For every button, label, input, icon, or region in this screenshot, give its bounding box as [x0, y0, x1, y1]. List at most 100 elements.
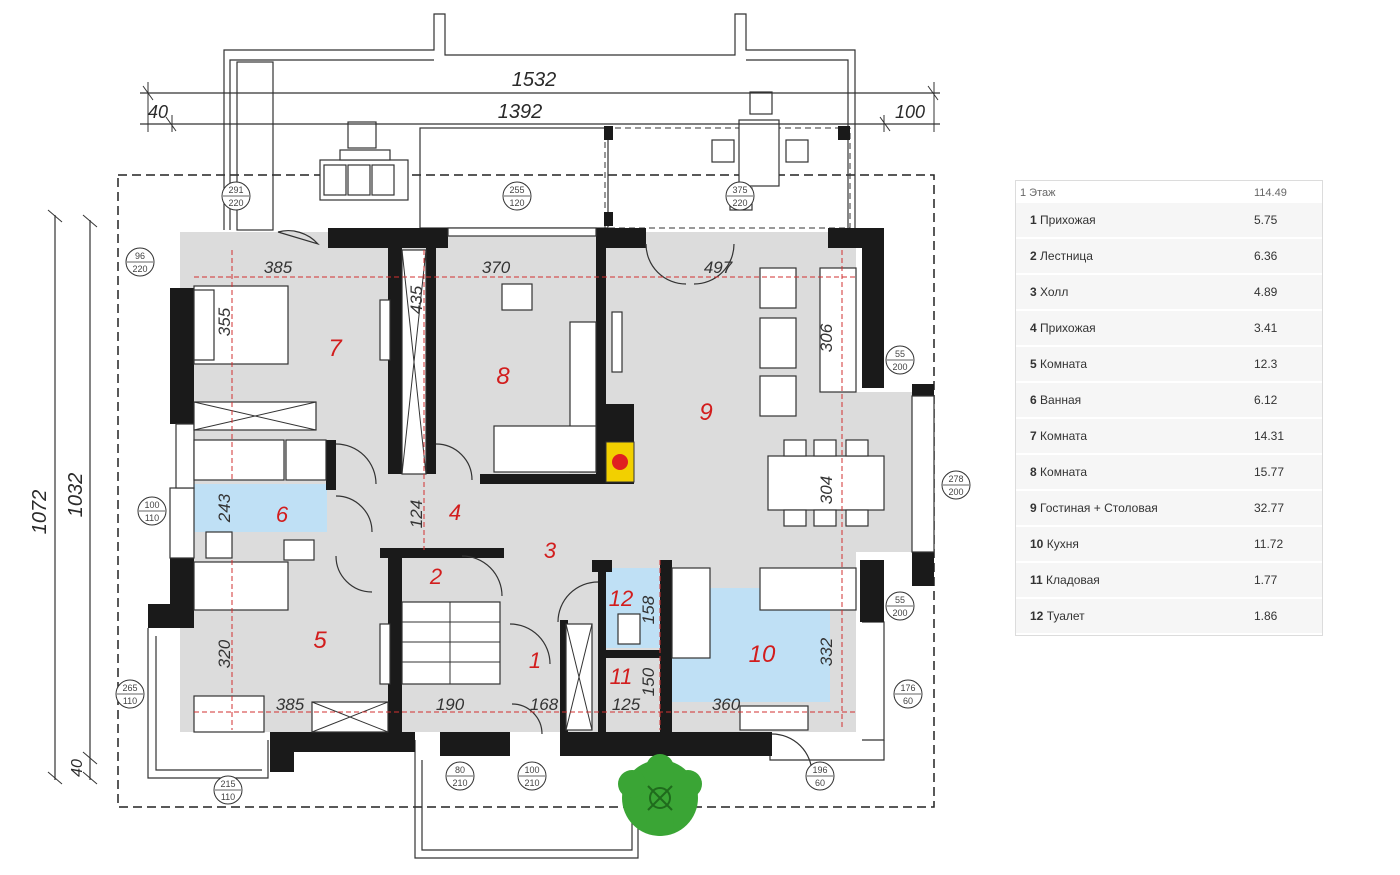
room-number: 4: [1030, 321, 1037, 335]
room-number: 1: [1030, 213, 1037, 227]
door-swings: [277, 230, 813, 775]
opening-tag-bottom: 110: [221, 792, 235, 802]
bathroom-zone: [194, 484, 327, 532]
room-number-5: 5: [313, 627, 327, 654]
room-number-11: 11: [610, 664, 633, 689]
room-name: Прихожая: [1040, 213, 1096, 227]
site-boundary: [117, 174, 935, 808]
overall-width-label: 1532: [512, 69, 557, 91]
room-name-cell: 10 Кухня: [1016, 527, 1242, 561]
room-dimension-label: 332: [817, 637, 836, 666]
room-dimension-label: 150: [639, 667, 658, 696]
room-dimension-label: 435: [407, 285, 426, 314]
opening-tag-bottom: 110: [145, 513, 159, 523]
opening-tag-top: 55: [895, 349, 905, 359]
inner-width-label: 1392: [498, 101, 543, 123]
room-area: 6.12: [1242, 383, 1322, 417]
room-dimension-label: 370: [482, 258, 511, 277]
opening-tag-top: 96: [135, 251, 145, 261]
room-area: 1.77: [1242, 563, 1322, 597]
opening-tag-top: 278: [948, 474, 963, 484]
opening-tag-bottom: 60: [815, 778, 825, 788]
room-number: 7: [1030, 429, 1037, 443]
opening-tag-bottom: 110: [123, 696, 137, 706]
room-dimension-lines: [194, 250, 856, 730]
opening-tag-top: 100: [524, 765, 539, 775]
opening-tag-bottom: 120: [509, 198, 524, 208]
room-dimension-label: 320: [215, 639, 234, 668]
room-dimension-label: 190: [436, 695, 465, 714]
kitchen-zone: [672, 588, 830, 702]
room-dimension-label: 243: [215, 493, 234, 523]
opening-tag-bottom: 200: [948, 487, 963, 497]
room-number: 5: [1030, 357, 1037, 371]
room-number: 2: [1030, 249, 1037, 263]
room-name: Холл: [1040, 285, 1069, 299]
room-number-6: 6: [276, 502, 289, 527]
opening-tag-bottom: 210: [524, 778, 539, 788]
opening-tag-bottom: 220: [228, 198, 243, 208]
opening-tag-bottom: 210: [452, 778, 467, 788]
opening-tag-top: 255: [509, 185, 524, 195]
room-number-1: 1: [529, 648, 541, 673]
room-name-cell: 8 Комната: [1016, 455, 1242, 489]
room-number-12: 12: [609, 586, 633, 611]
room-numbers: 1 2 3 4 5 6 7 8 9 10 11 12: [276, 335, 776, 689]
room-area: 11.72: [1242, 527, 1322, 561]
opening-tag-top: 215: [220, 779, 235, 789]
opening-tags: 2912202551203752209622055200278200100110…: [115, 181, 971, 805]
room-name-cell: 7 Комната: [1016, 419, 1242, 453]
room-area: 15.77: [1242, 455, 1322, 489]
furniture: [193, 249, 885, 733]
room-area: 32.77: [1242, 491, 1322, 525]
room-name: Комната: [1040, 357, 1088, 371]
right-offset-label: 100: [895, 102, 925, 122]
room-number-3: 3: [544, 538, 557, 563]
room-dimension-label: 497: [704, 258, 733, 277]
opening-tag-top: 375: [732, 185, 747, 195]
room-dimension-label: 304: [817, 476, 836, 504]
opening-tag-top: 176: [900, 683, 915, 693]
room-number-4: 4: [449, 500, 461, 525]
room-name-cell: 6 Ванная: [1016, 383, 1242, 417]
bottom-offset-label: 40: [69, 759, 86, 777]
room-number: 6: [1030, 393, 1037, 407]
room-number: 10: [1030, 537, 1044, 551]
room-name: Лестница: [1040, 249, 1093, 263]
room-number: 9: [1030, 501, 1037, 515]
room-name-cell: 4 Прихожая: [1016, 311, 1242, 345]
floor-plan: 1532 1392 40 100 1072 1032 40: [29, 13, 971, 859]
opening-tag-bottom: 60: [903, 696, 913, 706]
opening-tag-top: 80: [455, 765, 465, 775]
room-name-cell: 5 Комната: [1016, 347, 1242, 381]
room-name-cell: 12 Туалет: [1016, 599, 1242, 633]
opening-tag-top: 265: [122, 683, 137, 693]
room-number-2: 2: [429, 564, 442, 589]
terrace-outline: [223, 13, 856, 231]
walls: [148, 228, 934, 772]
room-name-cell: 2 Лестница: [1016, 239, 1242, 273]
floor-label: 1 Этаж: [1020, 187, 1056, 199]
room-number: 12: [1030, 609, 1044, 623]
room-number: 11: [1030, 573, 1043, 587]
room-dimension-label: 385: [264, 258, 293, 277]
opening-tag-top: 291: [228, 185, 243, 195]
room-dimension-label: 360: [712, 695, 741, 714]
